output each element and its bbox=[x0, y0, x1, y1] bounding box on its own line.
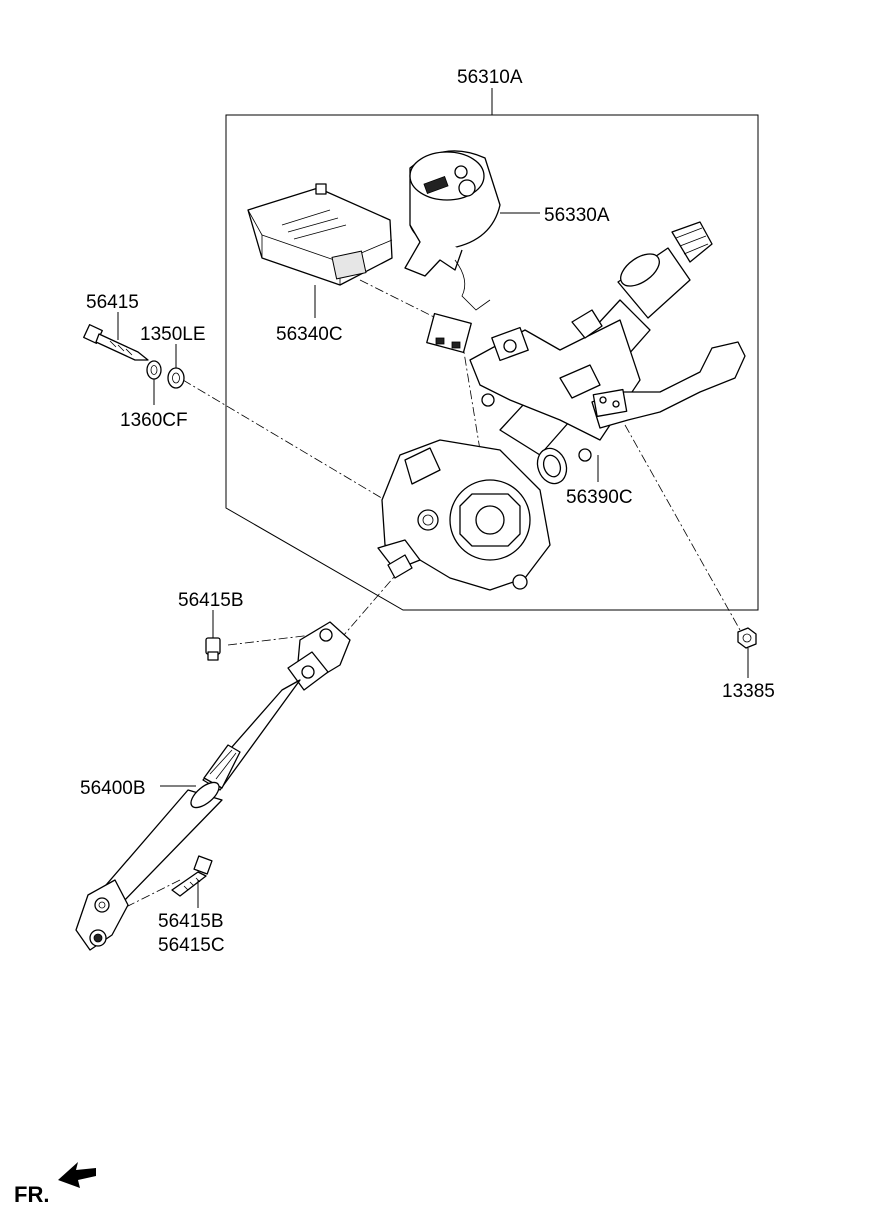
bolt-part bbox=[83, 324, 149, 361]
steering-column-part bbox=[377, 221, 746, 591]
joint-bolt-part bbox=[205, 637, 221, 661]
direction-label: FR. bbox=[14, 1182, 49, 1207]
label-nut: 13385 bbox=[722, 681, 775, 702]
label-assembly: 56310A bbox=[457, 67, 523, 88]
label-tilt-bracket: 56390C bbox=[566, 487, 633, 508]
intermediate-shaft-part bbox=[75, 621, 351, 951]
label-control-module: 56340C bbox=[276, 324, 343, 345]
lock-housing-part bbox=[404, 150, 501, 354]
label-bolt: 56415 bbox=[86, 292, 139, 313]
washer-upper-part bbox=[167, 367, 185, 389]
label-lock-housing: 56330A bbox=[544, 205, 610, 226]
label-washer-upper: 1350LE bbox=[140, 324, 206, 345]
label-lower-bolt-1: 56415B bbox=[158, 911, 224, 932]
label-shaft: 56400B bbox=[80, 778, 146, 799]
label-joint-bolt: 56415B bbox=[178, 590, 244, 611]
washer-lower-part bbox=[146, 360, 162, 380]
label-lower-bolt-2: 56415C bbox=[158, 935, 225, 956]
control-module-part bbox=[247, 183, 393, 286]
label-washer-lower: 1360CF bbox=[120, 410, 188, 431]
lower-bolt-part bbox=[171, 855, 213, 897]
assembly-boundary bbox=[225, 114, 759, 611]
front-arrow-icon bbox=[58, 1162, 96, 1188]
nut-part bbox=[737, 627, 757, 649]
